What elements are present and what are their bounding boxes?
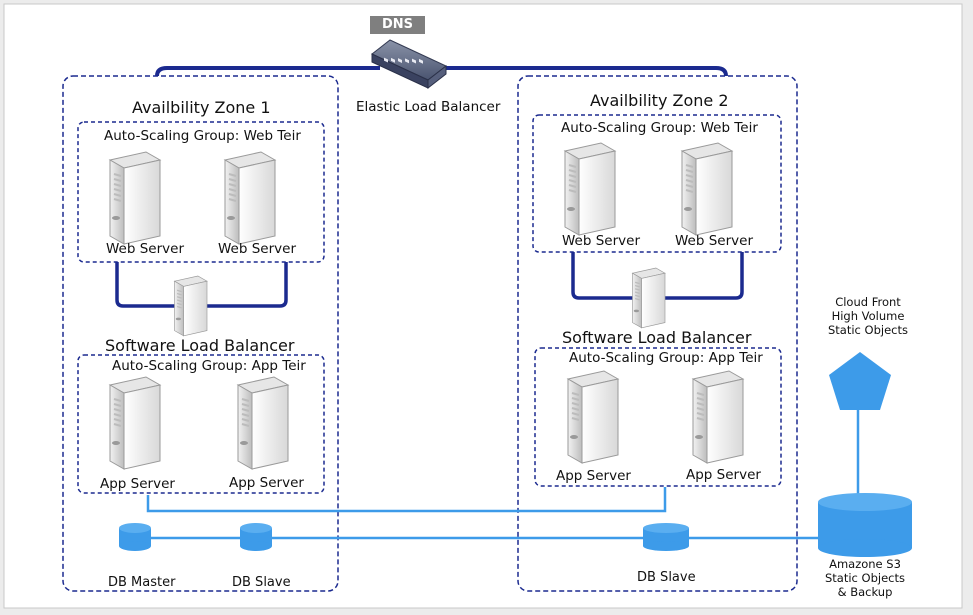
availability-zone-2 <box>517 75 798 592</box>
software-lb-icon <box>631 267 666 329</box>
web-server-label: Web Server <box>106 241 184 257</box>
app-server-label: App Server <box>229 475 304 491</box>
web-server-icon <box>224 151 276 245</box>
db-slave-label: DB Slave <box>232 575 291 590</box>
web-group-1-title: Auto-Scaling Group: Web Teir <box>104 128 301 144</box>
web-server-label: Web Server <box>218 241 296 257</box>
app-server-icon <box>237 376 289 470</box>
db-slave-icon <box>240 523 272 551</box>
cloudfront-line-1: Cloud Front <box>835 295 901 309</box>
web-server-icon <box>681 142 733 236</box>
s3-line-3: & Backup <box>837 585 893 599</box>
app-db-link <box>146 487 667 513</box>
web-server-label: Web Server <box>562 233 640 249</box>
elb-link-left <box>155 66 380 77</box>
cloudfront-line-3: Static Objects <box>828 323 908 337</box>
zone-2-title: Availbility Zone 2 <box>590 91 729 110</box>
app-server-label: App Server <box>686 467 761 483</box>
slb-1-title: Software Load Balancer <box>105 336 295 355</box>
s3-storage-icon <box>818 493 912 557</box>
s3-label: Amazone S3 Static Objects & Backup <box>815 557 915 599</box>
dns-badge: DNS <box>370 16 425 34</box>
db-slave-icon <box>643 523 689 551</box>
app-server-icon <box>109 376 161 470</box>
s3-line-2: Static Objects <box>825 571 905 585</box>
db-master-label: DB Master <box>108 575 176 590</box>
zone-1-title: Availbility Zone 1 <box>132 98 271 117</box>
slb-2-title: Software Load Balancer <box>562 328 752 347</box>
app-group-1-title: Auto-Scaling Group: App Teir <box>112 358 306 374</box>
availability-zone-1 <box>62 75 339 592</box>
app-server-icon <box>692 370 744 464</box>
elb-label: Elastic Load Balancer <box>356 99 501 115</box>
web-server-icon <box>109 151 161 245</box>
cloudfront-line-2: High Volume <box>831 309 905 323</box>
elb-switch-icon <box>371 39 447 90</box>
app-server-label: App Server <box>556 468 631 484</box>
app-server-icon <box>567 370 619 464</box>
app-server-label: App Server <box>100 476 175 492</box>
web-tier-group-1 <box>77 121 325 263</box>
cloudfront-icon <box>829 352 891 410</box>
db-master-icon <box>119 523 151 551</box>
elb-link-right <box>440 66 728 77</box>
app-group-2-title: Auto-Scaling Group: App Teir <box>569 350 763 366</box>
web-group-2-title: Auto-Scaling Group: Web Teir <box>561 120 758 136</box>
web-server-icon <box>564 142 616 236</box>
s3-line-1: Amazone S3 <box>829 557 901 571</box>
software-lb-icon <box>173 275 208 337</box>
cloudfront-label: Cloud Front High Volume Static Objects <box>818 295 918 337</box>
db-slave-label: DB Slave <box>637 570 696 585</box>
web-tier-group-2 <box>532 114 782 253</box>
web-server-label: Web Server <box>675 233 753 249</box>
